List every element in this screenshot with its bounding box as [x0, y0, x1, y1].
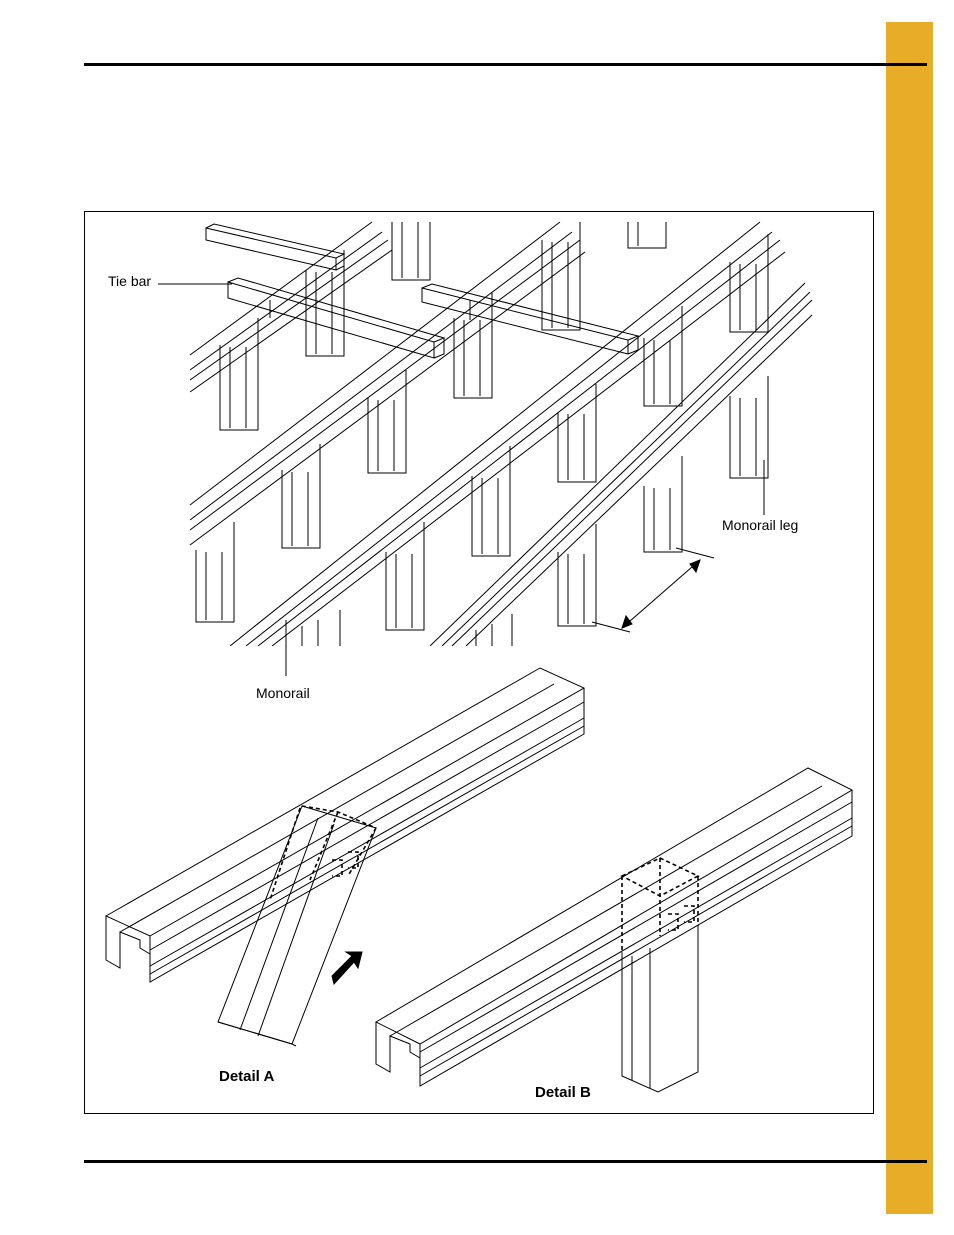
monorail-rail: [190, 222, 812, 646]
detail-a-label: Detail A: [219, 1068, 274, 1085]
detail-b-drawing: [376, 768, 852, 1092]
tie-bar: [206, 224, 638, 358]
leg-spacing-dimension: [592, 548, 714, 632]
insert-arrow: [332, 952, 362, 984]
monorail-leg-label: Monorail leg: [722, 517, 798, 533]
detail-b-label: Detail B: [535, 1084, 591, 1101]
monorail-field-view: [190, 222, 812, 646]
monorail-label: Monorail: [256, 685, 310, 701]
monorail-leg: [196, 222, 768, 646]
tie-bar-label: Tie bar: [108, 273, 151, 289]
